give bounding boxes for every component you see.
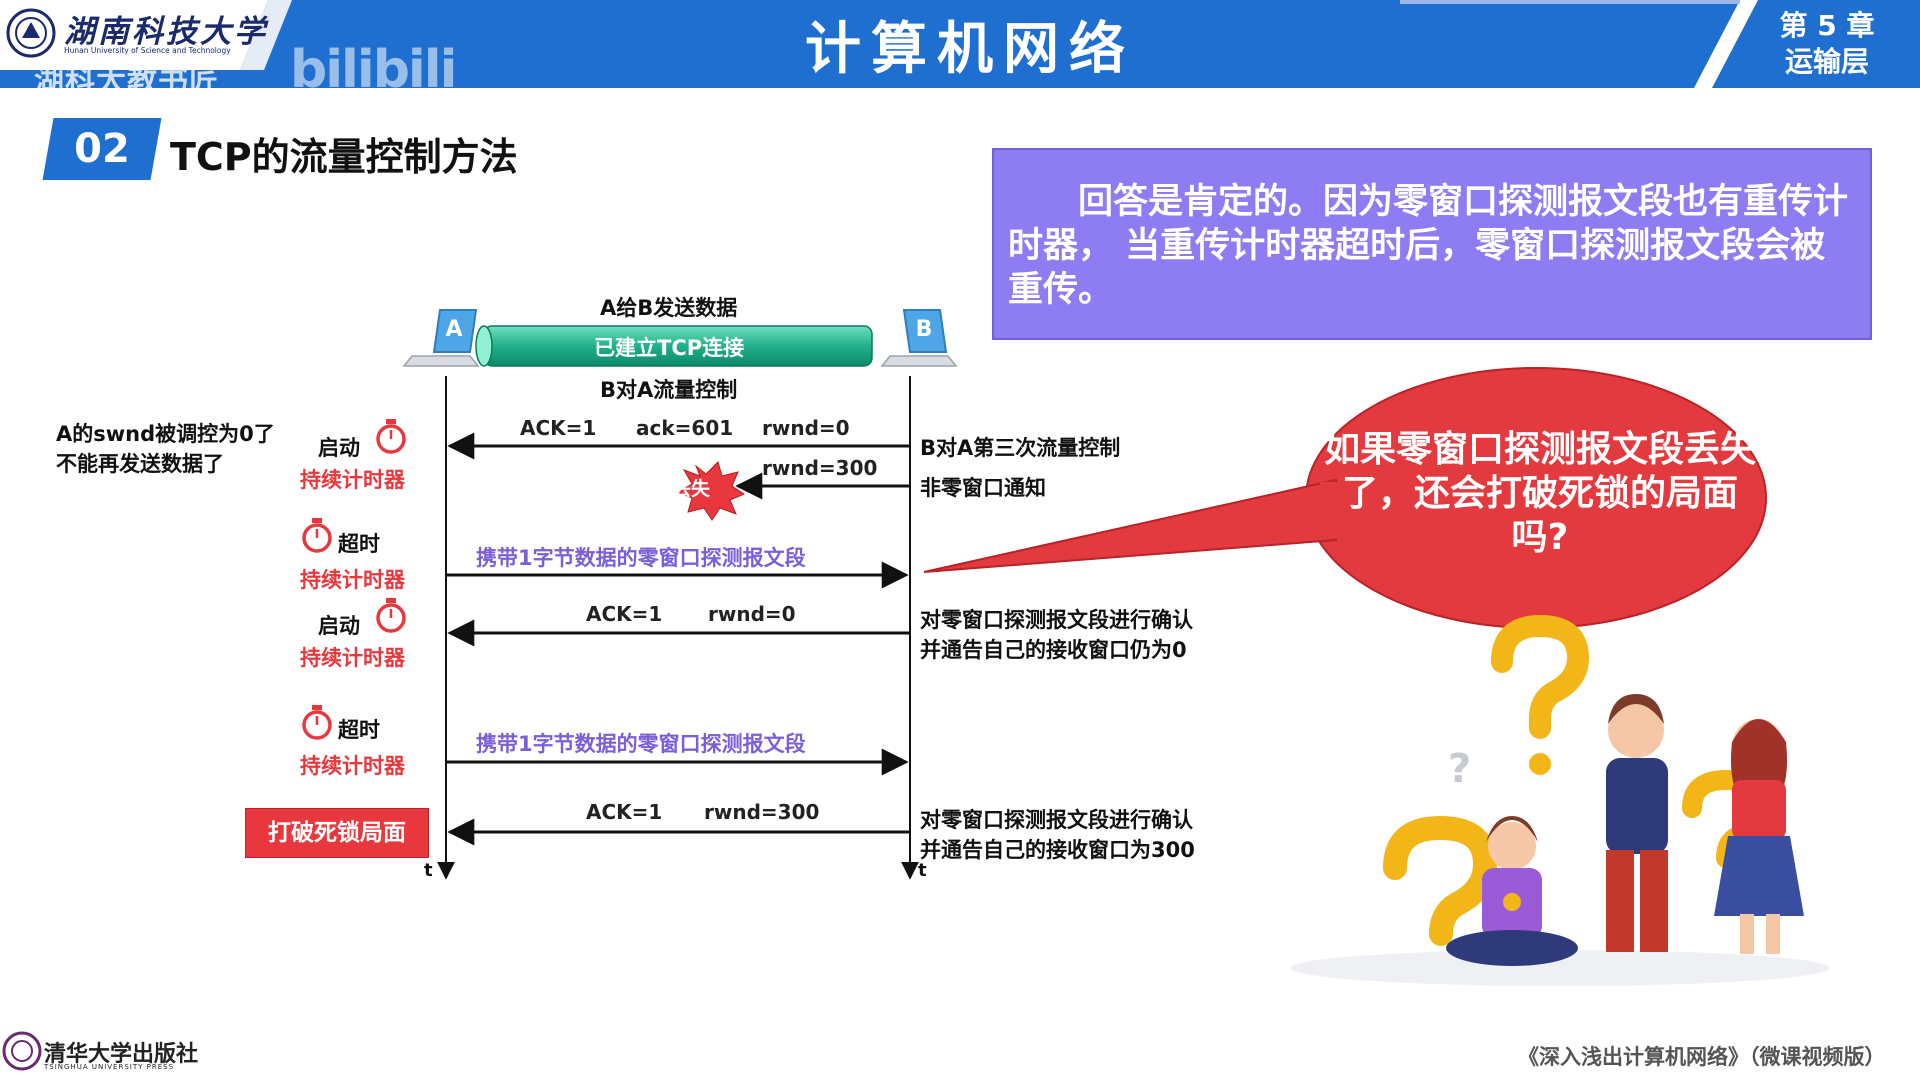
right-note-nonzero-window: 非零窗口通知 bbox=[920, 476, 1046, 500]
stopwatch-icon bbox=[376, 419, 406, 454]
msg3-ack-flag: ACK=1 bbox=[586, 602, 663, 626]
left-note-swnd: A的swnd被调控为0了 bbox=[56, 422, 275, 446]
right-note-ack-probe-2: 对零窗口探测报文段进行确认 bbox=[920, 808, 1193, 832]
time-axis-b: t bbox=[918, 860, 927, 881]
laptop-icon bbox=[402, 309, 480, 367]
persist-timer-1: 持续计时器 bbox=[300, 468, 405, 492]
persist-timer-2: 持续计时器 bbox=[300, 568, 405, 592]
university-name-en: Hunan University of Science and Technolo… bbox=[64, 46, 231, 55]
right-note-window-300: 并通告自己的接收窗口为300 bbox=[920, 838, 1195, 862]
stopwatch-icon bbox=[302, 705, 332, 740]
start-timer-2: 启动 bbox=[318, 614, 360, 638]
section-title: TCP的流量控制方法 bbox=[170, 135, 518, 179]
bilibili-logo: bilibili bbox=[290, 40, 457, 100]
persist-timer-3: 持续计时器 bbox=[300, 646, 405, 670]
msg4-ack-flag: ACK=1 bbox=[586, 800, 663, 824]
answer-box: 回答是肯定的。因为零窗口探测报文段也有重传计时器， 当重传计时器超时后，零窗口探… bbox=[992, 148, 1872, 340]
press-logo-icon bbox=[2, 1031, 42, 1071]
host-a-label: A bbox=[445, 317, 463, 342]
timeout-1: 超时 bbox=[338, 532, 380, 556]
host-b-label: B bbox=[915, 317, 933, 342]
header-bar: 湖南科技大学 Hunan University of Science and T… bbox=[0, 0, 1920, 100]
persist-timer-4: 持续计时器 bbox=[300, 754, 405, 778]
left-note-cannot-send: 不能再发送数据了 bbox=[56, 452, 224, 476]
lost-label: 丢失 bbox=[672, 478, 711, 500]
people-illustration: ? bbox=[1290, 614, 1830, 986]
break-deadlock-label: 打破死锁局面 bbox=[245, 808, 429, 858]
msg2-rwnd: rwnd=300 bbox=[762, 456, 878, 480]
msg3-rwnd: rwnd=0 bbox=[708, 602, 796, 626]
probe-segment-1: 携带1字节数据的零窗口探测报文段 bbox=[476, 546, 806, 570]
header-background bbox=[0, 0, 1920, 88]
msg1-ack-number: ack=601 bbox=[636, 416, 734, 440]
publisher-name-en: TSINGHUA UNIVERSITY PRESS bbox=[44, 1063, 175, 1071]
start-timer-1: 启动 bbox=[318, 436, 360, 460]
probe-segment-2: 携带1字节数据的零窗口探测报文段 bbox=[476, 732, 806, 756]
flow-control-label: B对A流量控制 bbox=[600, 378, 738, 402]
svg-text:?: ? bbox=[1448, 746, 1471, 792]
right-note-window-still-0: 并通告自己的接收窗口仍为0 bbox=[920, 638, 1187, 662]
time-axis-a: t bbox=[424, 860, 433, 881]
msg1-ack-flag: ACK=1 bbox=[520, 416, 597, 440]
msg4-rwnd: rwnd=300 bbox=[704, 800, 820, 824]
university-name: 湖南科技大学 bbox=[64, 14, 268, 50]
msg1-rwnd: rwnd=0 bbox=[762, 416, 850, 440]
chapter-number: 第 5 章 bbox=[1779, 9, 1875, 42]
speech-bubble bbox=[923, 367, 1767, 629]
laptop-icon bbox=[880, 309, 958, 367]
tcp-connection-tube bbox=[475, 325, 873, 367]
university-logo-icon bbox=[6, 8, 56, 58]
right-note-third-control: B对A第三次流量控制 bbox=[920, 436, 1121, 460]
lost-burst-icon bbox=[676, 461, 746, 521]
chapter-name: 运输层 bbox=[1784, 45, 1869, 78]
right-note-ack-probe-1: 对零窗口探测报文段进行确认 bbox=[920, 608, 1193, 632]
bubble-question: 如果零窗口探测报文段丢失了，还会打破死锁的局面吗? bbox=[1323, 429, 1756, 558]
send-data-label: A给B发送数据 bbox=[600, 296, 738, 320]
course-title: 计算机网络 bbox=[805, 17, 1135, 82]
stopwatch-icon bbox=[302, 518, 332, 553]
publisher-name: 清华大学出版社 bbox=[44, 1041, 199, 1067]
watermark-text: 湖科大教书匠 bbox=[34, 64, 220, 99]
answer-text: 回答是肯定的。因为零窗口探测报文段也有重传计时器， 当重传计时器超时后，零窗口探… bbox=[1008, 182, 1849, 310]
book-title: 《深入浅出计算机网络》（微课视频版） bbox=[1518, 1045, 1886, 1069]
tcp-connection-label: 已建立TCP连接 bbox=[594, 336, 745, 360]
chapter-label: 第 5 章 运输层 bbox=[1752, 8, 1902, 80]
timeout-2: 超时 bbox=[338, 718, 380, 742]
stopwatch-icon bbox=[376, 598, 406, 633]
